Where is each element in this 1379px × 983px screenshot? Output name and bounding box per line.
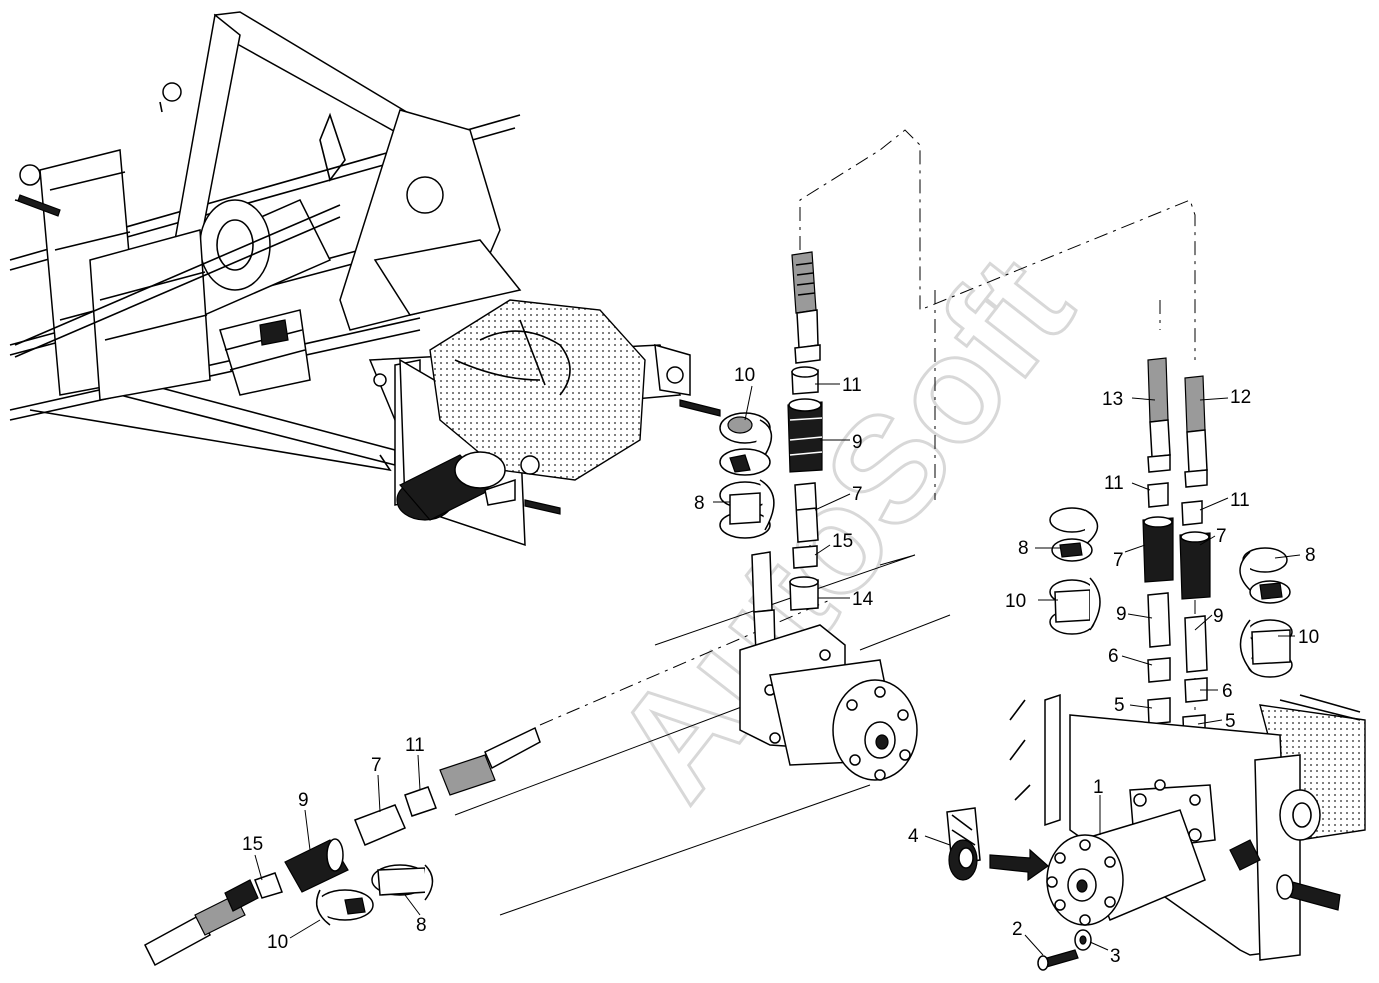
callout-label: 8 xyxy=(694,493,705,514)
callout-label: 14 xyxy=(852,589,874,610)
middle-hydraulic-motor xyxy=(739,624,918,781)
right-motor-frame xyxy=(946,693,1366,971)
callout-label: 10 xyxy=(1298,627,1319,648)
callout-label: 9 xyxy=(1116,604,1127,625)
callout-label: 5 xyxy=(1114,695,1125,716)
callout-label: 8 xyxy=(1018,538,1029,559)
callout-label: 11 xyxy=(842,375,862,396)
callout-label: 9 xyxy=(852,432,863,453)
callout-label: 10 xyxy=(1005,591,1026,612)
callout-label: 12 xyxy=(1230,387,1251,408)
callout-label: 11 xyxy=(405,735,425,756)
callout-label: 11 xyxy=(1104,473,1124,494)
callout-label: 9 xyxy=(1213,606,1224,627)
callout-label: 6 xyxy=(1108,646,1119,667)
spreader-housing xyxy=(368,239,721,547)
callout-labels: 10 11 9 8 7 15 14 13 12 11 11 8 7 7 8 10… xyxy=(242,365,1319,967)
bottom-left-hose-assembly xyxy=(144,726,541,967)
callout-label: 13 xyxy=(1102,389,1123,410)
callout-label: 3 xyxy=(1110,946,1121,967)
callout-label: 2 xyxy=(1012,919,1023,940)
callout-label: 7 xyxy=(852,484,863,505)
callout-label: 5 xyxy=(1225,711,1236,732)
center-hose-assembly xyxy=(719,251,823,653)
machine-frame xyxy=(9,11,521,472)
callout-label: 15 xyxy=(242,834,263,855)
callout-label: 9 xyxy=(298,790,309,811)
callout-label: 6 xyxy=(1222,681,1233,702)
callout-label: 7 xyxy=(1113,550,1124,571)
callout-label: 4 xyxy=(908,826,919,847)
separator-lines xyxy=(454,554,951,916)
right-hose-assembly xyxy=(1049,357,1293,745)
callout-label: 8 xyxy=(416,915,427,936)
callout-label: 11 xyxy=(1230,490,1250,511)
callout-label: 1 xyxy=(1093,777,1104,798)
callout-label: 15 xyxy=(832,531,853,552)
callout-label: 7 xyxy=(1216,526,1227,547)
callout-label: 8 xyxy=(1305,545,1316,566)
leader-lines xyxy=(254,383,1301,956)
callout-label: 7 xyxy=(371,755,382,776)
callout-label: 10 xyxy=(734,365,755,386)
callout-label: 10 xyxy=(267,932,288,953)
